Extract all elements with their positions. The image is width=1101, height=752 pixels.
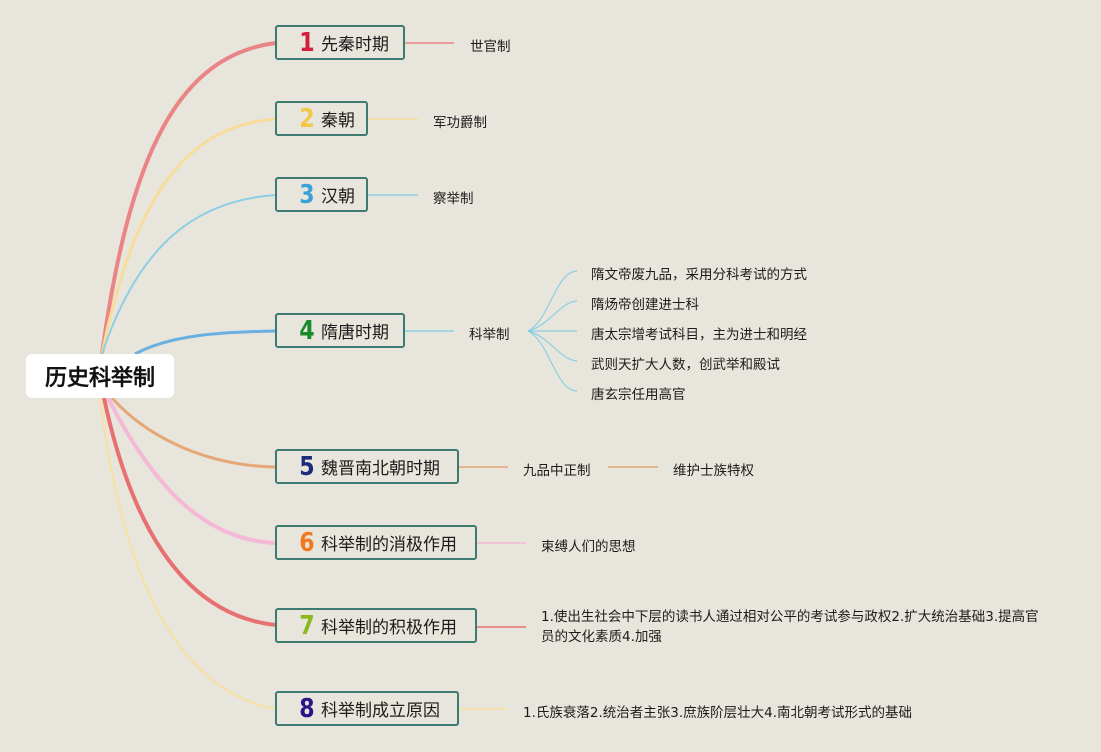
branch-node-2[interactable]: 2 秦朝 [275, 101, 368, 136]
root-branch-1-line [100, 41, 277, 355]
branch-node-3[interactable]: 3 汉朝 [275, 177, 368, 212]
root-node[interactable]: 历史科举制 [26, 354, 174, 398]
root-branch-6-line [106, 397, 277, 545]
sub-leaf-4-1[interactable]: 隋文帝废九品，采用分科考试的方式 [591, 267, 807, 283]
branch-title-4: 隋唐时期 [321, 323, 389, 343]
root-branch-7-line [102, 397, 277, 627]
leaf-4-1[interactable]: 科举制 [469, 327, 510, 343]
root-branch-3-line [101, 194, 277, 355]
branch-number-2: 2 [299, 103, 315, 134]
branch-node-7[interactable]: 7 科举制的积极作用 [275, 608, 477, 643]
branch-number-4: 4 [299, 315, 315, 346]
branch-title-3: 汉朝 [321, 187, 355, 207]
branch-node-1[interactable]: 1 先秦时期 [275, 25, 405, 60]
branch-node-4[interactable]: 4 隋唐时期 [275, 313, 405, 348]
leaf-1-1[interactable]: 世官制 [470, 39, 511, 55]
leaf-2-1[interactable]: 军功爵制 [433, 115, 487, 131]
branch-number-7: 7 [299, 610, 315, 641]
root-branch-2-line [100, 117, 277, 355]
leaf-6-1[interactable]: 束缚人们的思想 [541, 539, 636, 555]
branch-number-5: 5 [299, 451, 315, 482]
branch-node-5[interactable]: 5 魏晋南北朝时期 [275, 449, 459, 484]
root-branch-8-line [99, 397, 277, 710]
sub-leaf-4-4[interactable]: 武则天扩大人数，创武举和殿试 [591, 357, 780, 373]
leaf-5-2[interactable]: 维护士族特权 [673, 463, 754, 479]
leaf-8-1[interactable]: 1.氏族衰落2.统治者主张3.庶族阶层壮大4.南北朝考试形式的基础 [523, 705, 913, 721]
sub-leaf-4-2[interactable]: 隋炀帝创建进士科 [591, 297, 699, 313]
branch-title-1: 先秦时期 [321, 35, 389, 55]
sub-leaf-fan [527, 270, 578, 392]
branch-title-7: 科举制的积极作用 [321, 618, 457, 638]
branch-title-2: 秦朝 [321, 111, 355, 131]
branch-title-8: 科举制成立原因 [321, 701, 440, 721]
branch-number-3: 3 [299, 179, 315, 210]
leaf-7-1[interactable]: 1.使出生社会中下层的读书人通过相对公平的考试参与政权2.扩大统治基础3.提高官… [541, 609, 1039, 645]
branch-title-6: 科举制的消极作用 [321, 535, 457, 555]
sub-leaf-4-3[interactable]: 唐太宗增考试科目，主为进士和明经 [591, 327, 807, 343]
branch-node-8[interactable]: 8 科举制成立原因 [275, 691, 459, 726]
branch-node-6[interactable]: 6 科举制的消极作用 [275, 525, 477, 560]
branch-number-1: 1 [299, 27, 315, 58]
root-branch-4-line [134, 329, 277, 356]
sub-leaf-4-5[interactable]: 唐玄宗任用高官 [591, 387, 686, 403]
leaf-3-1[interactable]: 察举制 [433, 191, 474, 207]
root-branch-5-line [110, 396, 277, 469]
branch-title-5: 魏晋南北朝时期 [321, 459, 440, 479]
branch-number-8: 8 [299, 693, 315, 724]
leaf-5-1[interactable]: 九品中正制 [523, 463, 591, 479]
branch-number-6: 6 [299, 527, 315, 558]
